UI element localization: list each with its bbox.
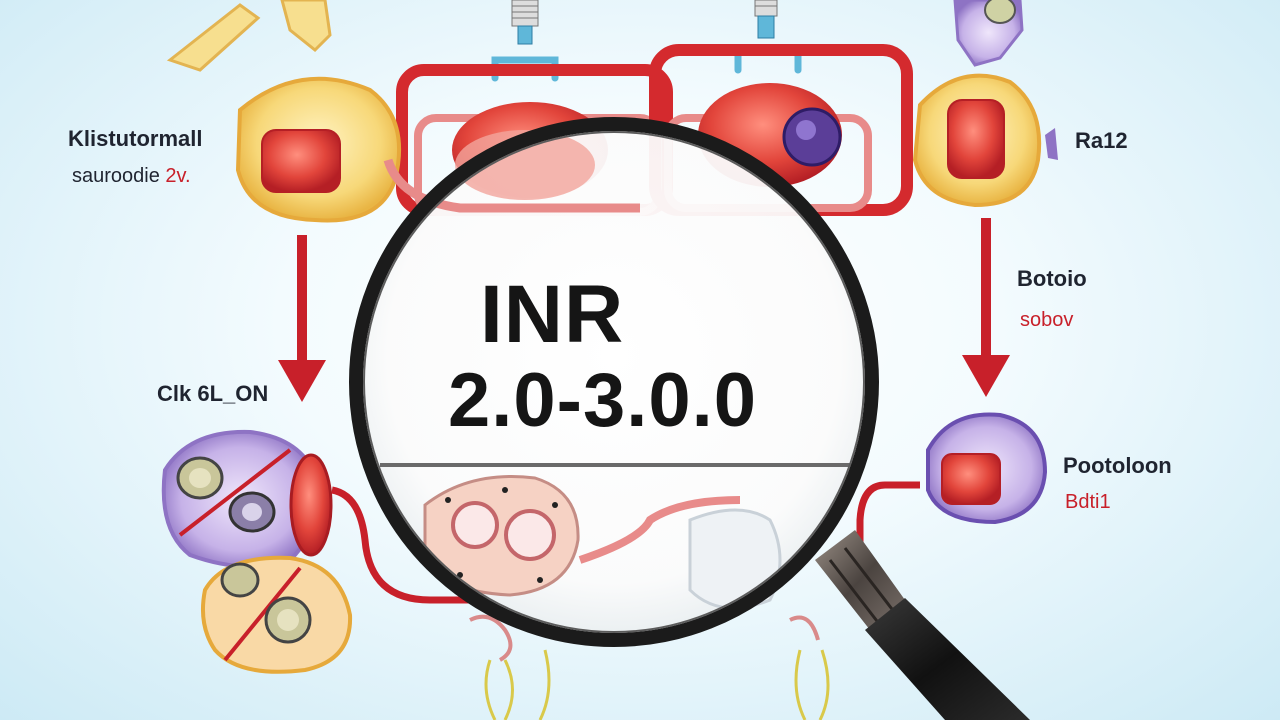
connector-right xyxy=(734,0,802,74)
vessel-line-bottom-left xyxy=(331,486,480,604)
label-top-right: Ra12 xyxy=(1075,128,1128,153)
label-top-left-line1: Klistutormall xyxy=(68,126,203,151)
label-bottom-right-line2: Bdti1 xyxy=(1065,491,1111,513)
arrow-left-down xyxy=(278,235,326,402)
purple-cell-bottom-right xyxy=(926,412,1048,525)
red-capsule xyxy=(289,453,333,557)
label-mid-right-line1: Botoio xyxy=(1017,266,1087,291)
magnifier-lens xyxy=(349,117,879,647)
yellow-cell-top-left xyxy=(235,76,402,223)
label-top-left-line2: sauroodie 2v. xyxy=(72,166,191,186)
yellow-cell-top-right xyxy=(912,73,1058,208)
magnifier-handle xyxy=(815,530,1030,720)
label-mid-left: Clk 6L_ON xyxy=(157,381,269,406)
label-top-left-line2-text: sauroodie xyxy=(72,165,160,187)
top-left-fragment xyxy=(166,0,332,72)
purple-cell-bottom-left xyxy=(161,429,319,569)
label-bottom-right-line1: Pootoloon xyxy=(1063,453,1172,478)
vessel-line-bottom-right xyxy=(856,481,920,570)
yellow-cell-bottom-left xyxy=(201,555,353,674)
label-mid-right-line2: sobov xyxy=(1020,309,1074,331)
top-right-purple-cell xyxy=(953,0,1024,67)
bottom-squiggles xyxy=(469,614,830,720)
label-top-left-line2-suffix: 2v. xyxy=(165,165,191,187)
arrow-right-down xyxy=(962,218,1010,397)
